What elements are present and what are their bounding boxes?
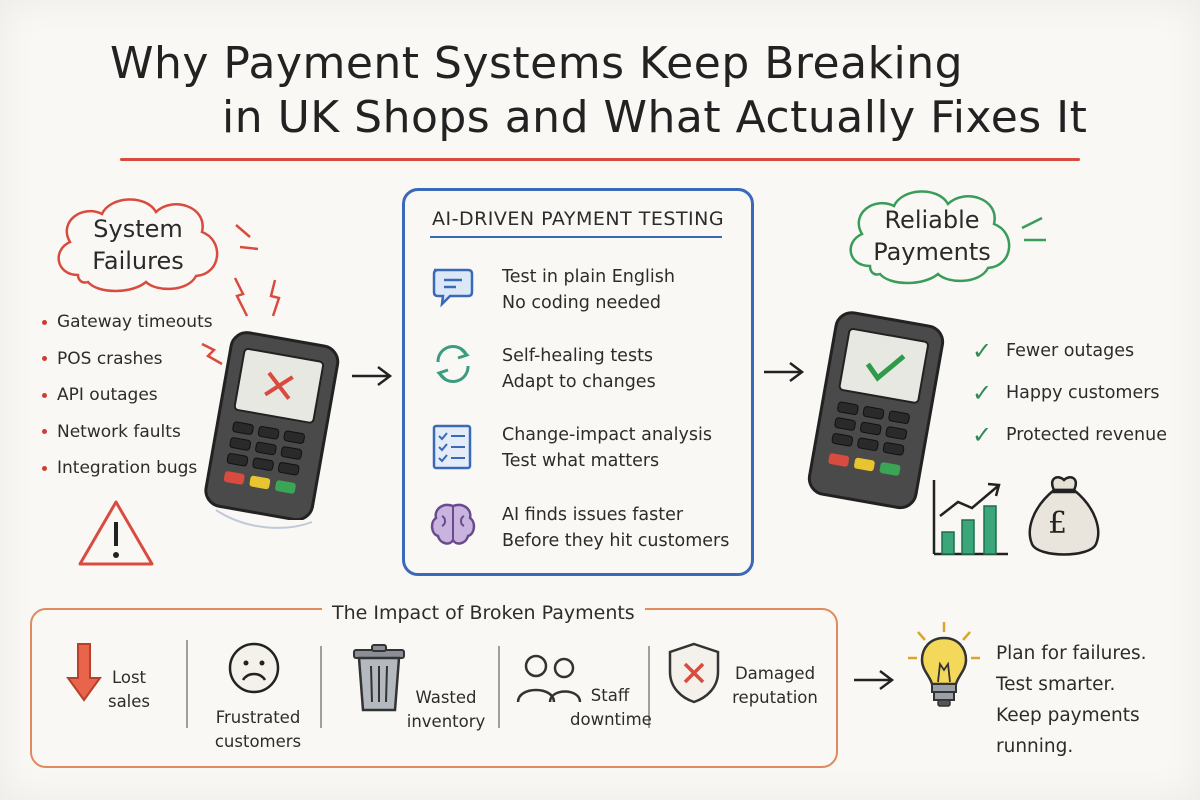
reliable-payments-cloud-icon: [849, 190, 1011, 285]
impact-divider: [320, 646, 322, 728]
cloud-label-line: Failures: [92, 247, 184, 275]
impact-divider: [648, 646, 650, 728]
light-bulb-icon: [908, 622, 980, 707]
benefit-item: ✓Fewer outages: [972, 337, 1135, 365]
shine-marks-icon: [1021, 216, 1046, 242]
checklist-icon: [432, 424, 472, 470]
feature-line: No coding needed: [502, 293, 662, 313]
feature-line: Test in plain English: [502, 267, 675, 287]
alert-marks-icon: [235, 224, 259, 251]
feature-change-impact: Change-impact analysis Test what matters: [502, 422, 712, 474]
shield-x-icon: [668, 642, 720, 704]
impact-divider: [498, 646, 500, 728]
impact-line: Staff: [590, 686, 630, 705]
pos-terminal-error-icon: [204, 331, 340, 520]
impact-line: Lost: [111, 668, 147, 687]
impact-line: reputation: [732, 688, 818, 707]
failure-item: POS crashes: [42, 341, 213, 378]
ai-testing-title-underline: [430, 236, 722, 238]
benefit-item: ✓Happy customers: [972, 379, 1160, 407]
failure-item: Network faults: [42, 414, 213, 451]
impact-damaged-reputation: Damaged reputation: [730, 662, 820, 710]
impact-lost-sales: Lost sales: [104, 666, 154, 714]
conclusion-line: running.: [996, 736, 1074, 757]
impact-line: Wasted: [415, 688, 477, 707]
feature-line: Self-healing tests: [502, 346, 654, 366]
checkmark-icon: ✓: [972, 379, 993, 407]
sad-face-icon: [228, 642, 280, 694]
failure-item: API outages: [42, 377, 213, 414]
arrow-right-icon: [352, 366, 393, 386]
title-underline: [120, 158, 1080, 161]
conclusion-line: Keep payments: [996, 705, 1140, 726]
feature-self-healing: Self-healing tests Adapt to changes: [502, 343, 656, 395]
refresh-cycle-icon: [436, 344, 470, 384]
cloud-label-line: System: [93, 215, 183, 243]
title-line-2: in UK Shops and What Actually Fixes It: [222, 92, 1088, 143]
checkmark-icon: ✓: [972, 337, 993, 365]
impact-title: The Impact of Broken Payments: [322, 602, 645, 624]
feature-line: AI finds issues faster: [502, 505, 684, 525]
arrow-right-icon: [854, 670, 895, 690]
impact-frustrated-customers: Frustrated customers: [208, 706, 308, 754]
impact-divider: [186, 640, 188, 728]
benefit-list: ✓Fewer outages ✓Happy customers ✓Protect…: [972, 330, 1167, 456]
conclusion-text: Plan for failures. Test smarter. Keep pa…: [996, 638, 1147, 762]
growth-chart-icon: [932, 480, 1008, 556]
feature-plain-english: Test in plain English No coding needed: [502, 264, 675, 316]
brain-icon: [430, 503, 476, 545]
warning-triangle-icon: [78, 500, 154, 566]
lightning-bolt-icon: [233, 277, 281, 317]
impact-line: Damaged: [734, 664, 816, 683]
lightning-bolt-icon: [201, 342, 223, 366]
ai-testing-panel: [402, 188, 754, 576]
title-line-1: Why Payment Systems Keep Breaking: [110, 38, 964, 89]
cloud-label-line: Payments: [873, 238, 991, 266]
system-failures-label: System Failures: [68, 213, 208, 277]
failure-item: Integration bugs: [42, 450, 213, 487]
impact-line: sales: [107, 692, 151, 711]
feature-line: Before they hit customers: [502, 531, 730, 551]
system-failures-cloud-icon: [57, 198, 219, 293]
conclusion-line: Test smarter.: [996, 674, 1116, 695]
impact-line: inventory: [406, 712, 486, 731]
impact-line: downtime: [570, 710, 652, 729]
feature-line: Adapt to changes: [502, 372, 656, 392]
cloud-label-line: Reliable: [884, 206, 980, 234]
trash-can-icon: [353, 644, 405, 712]
people-icon: [516, 654, 582, 703]
feature-ai-finds-issues: AI finds issues faster Before they hit c…: [502, 502, 729, 554]
money-bag-icon: [1028, 476, 1100, 556]
currency-symbol: £: [1048, 506, 1068, 541]
sketch-shadow: [215, 509, 313, 529]
benefit-item: ✓Protected revenue: [972, 421, 1167, 449]
arrow-right-icon: [764, 362, 805, 382]
feature-line: Test what matters: [502, 451, 660, 471]
reliable-payments-label: Reliable Payments: [862, 204, 1002, 268]
chat-bubble-icon: [432, 268, 474, 308]
conclusion-line: Plan for failures.: [996, 643, 1147, 664]
failure-list: Gateway timeouts POS crashes API outages…: [42, 304, 213, 487]
checkmark-icon: ✓: [972, 421, 993, 449]
impact-wasted-inventory: Wasted inventory: [402, 686, 490, 734]
impact-staff-downtime: Staff downtime: [570, 684, 652, 732]
impact-line: customers: [214, 732, 302, 751]
impact-line: Frustrated: [215, 708, 301, 727]
feature-line: Change-impact analysis: [502, 425, 712, 445]
down-arrow-icon: [66, 643, 102, 702]
ai-testing-title: AI-DRIVEN PAYMENT TESTING: [432, 208, 725, 230]
pos-terminal-success-icon: [807, 311, 945, 510]
failure-item: Gateway timeouts: [42, 304, 213, 341]
